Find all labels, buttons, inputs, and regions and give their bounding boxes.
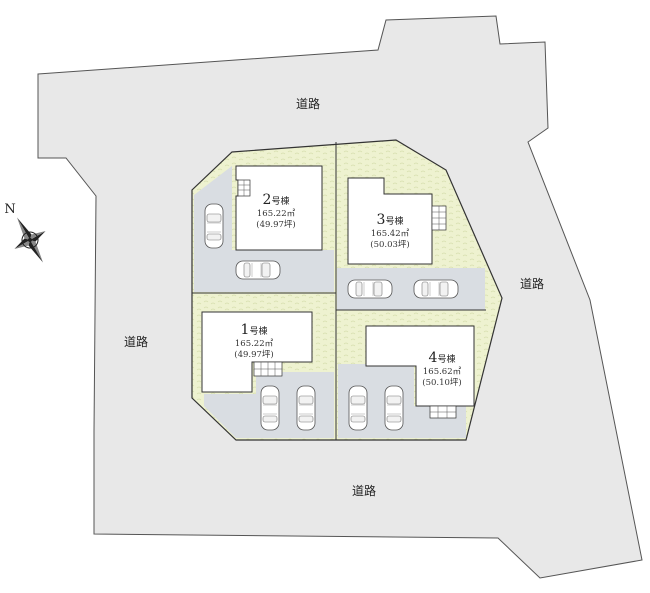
compass-north-label: N xyxy=(4,202,15,217)
car-3a xyxy=(347,279,393,299)
car-4a xyxy=(348,385,368,431)
building-3-footprint xyxy=(347,177,433,265)
building-3-name: 3号棟 xyxy=(377,212,404,228)
building-2-footprint xyxy=(235,165,323,251)
building-4-tsubo: (50.10坪) xyxy=(422,377,461,388)
building-1-area: 165.22㎡ xyxy=(235,339,274,349)
building-1-name: 1号棟 xyxy=(241,322,268,338)
car-2b xyxy=(235,260,281,280)
building-3-tsubo: (50.03坪) xyxy=(370,239,409,250)
road-label-east: 道路 xyxy=(520,276,544,291)
road-label-west: 道路 xyxy=(124,334,148,349)
car-3b xyxy=(413,279,459,299)
building-2-area: 165.22㎡ xyxy=(257,209,296,219)
building-3-area: 165.42㎡ xyxy=(371,229,410,239)
building-4-area: 165.62㎡ xyxy=(423,367,462,377)
road-label-north: 道路 xyxy=(296,96,320,111)
car-4b xyxy=(384,385,404,431)
building-2-tsubo: (49.97坪) xyxy=(256,219,295,230)
building-4-name: 4号棟 xyxy=(429,350,456,366)
building-2-name: 2号棟 xyxy=(263,192,290,208)
compass-rose-icon xyxy=(14,217,46,263)
car-1b xyxy=(296,385,316,431)
building-4-footprint xyxy=(365,325,475,407)
car-2a xyxy=(204,203,224,249)
car-1a xyxy=(260,385,280,431)
building-1-footprint xyxy=(201,311,313,393)
road-label-south: 道路 xyxy=(352,483,376,498)
building-1-tsubo: (49.97坪) xyxy=(234,349,273,360)
